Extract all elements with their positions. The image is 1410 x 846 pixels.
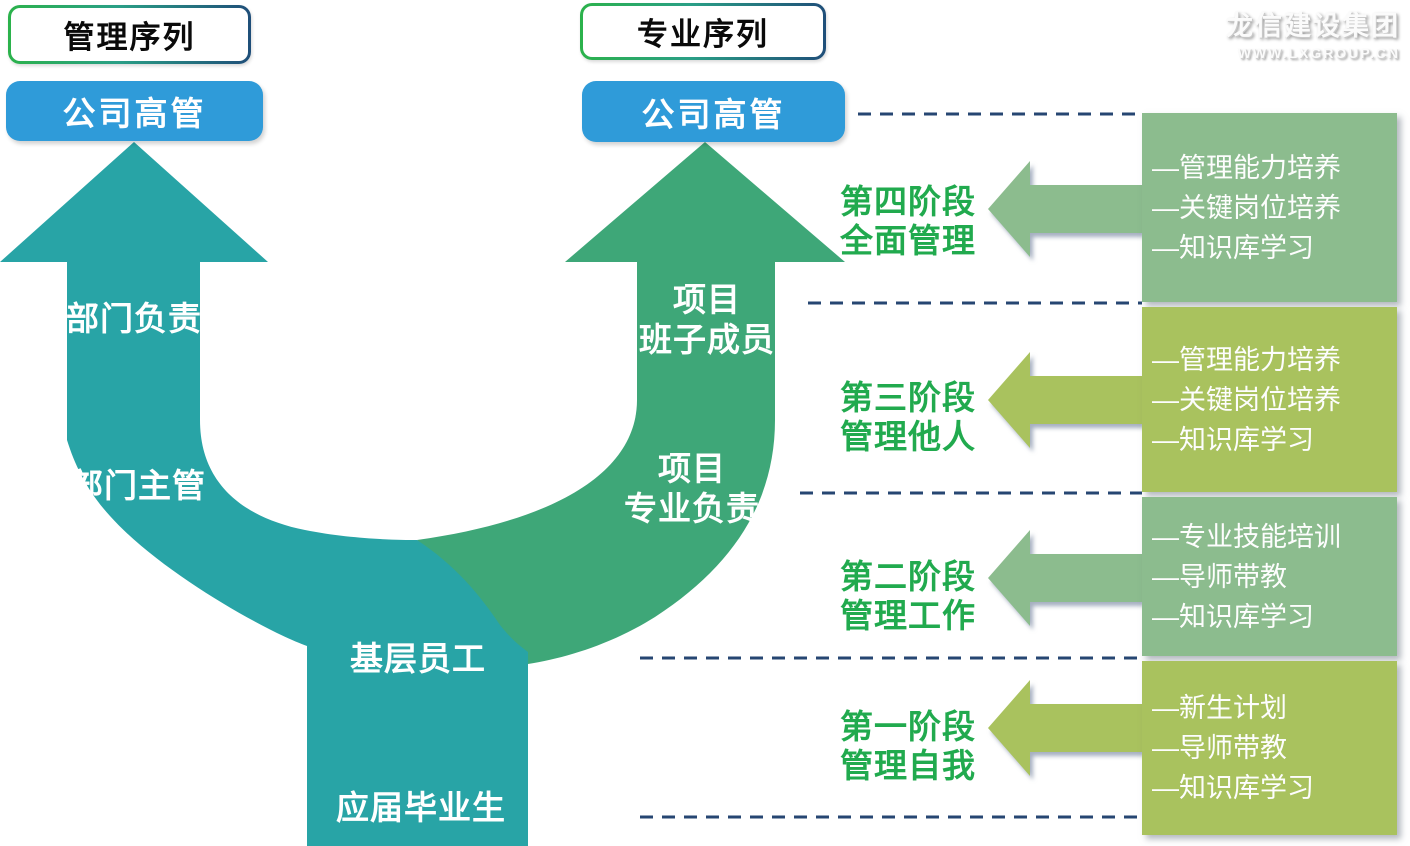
stage4-title-line1: 第四阶段 <box>840 183 976 220</box>
stage2-items-box: —专业技能培训 —导师带教 —知识库学习 <box>1142 497 1397 656</box>
management-sequence-header: 管理序列 <box>8 5 251 64</box>
stage4-item-2: —关键岗位培养 <box>1152 192 1341 223</box>
project-lead-line2: 专业负责 <box>624 490 760 527</box>
stage2-item-1: —专业技能培训 <box>1152 521 1341 552</box>
stage1-title-line1: 第一阶段 <box>840 708 976 745</box>
stage2-title: 第二阶段 管理工作 <box>840 557 976 635</box>
stage4-left-arrow-icon <box>988 161 1142 257</box>
stage2-title-line2: 管理工作 <box>840 597 976 634</box>
company-logo-name: 龙信建设集团 <box>1226 11 1400 41</box>
stage2-item-3: —知识库学习 <box>1152 601 1314 632</box>
stage3-items-box: —管理能力培养 —关键岗位培养 —知识库学习 <box>1142 307 1397 492</box>
stage1-item-2: —导师带教 <box>1152 733 1287 763</box>
management-executive-box: 公司高管 <box>6 81 263 141</box>
professional-executive-box: 公司高管 <box>582 81 845 142</box>
stage4-item-1: —管理能力培养 <box>1152 152 1341 183</box>
stage1-item-1: —新生计划 <box>1152 693 1287 723</box>
stage1-title: 第一阶段 管理自我 <box>840 707 976 785</box>
company-logo-website: WWW.LXGROUP.CN <box>1237 45 1400 61</box>
management-level-department-head: 部门负责 <box>66 300 202 337</box>
management-sequence-label: 管理序列 <box>11 8 248 61</box>
project-team-line1: 项目 <box>673 281 741 318</box>
professional-arrow-shape <box>417 142 845 664</box>
professional-level-project-lead: 项目 专业负责 <box>624 449 760 529</box>
project-lead-line1: 项目 <box>658 450 726 487</box>
stage3-item-3: —知识库学习 <box>1152 424 1314 455</box>
stage3-title-line1: 第三阶段 <box>840 379 976 416</box>
stage3-item-1: —管理能力培养 <box>1152 344 1341 375</box>
stage1-item-3: —知识库学习 <box>1152 773 1314 803</box>
management-level-department-supervisor: 部门主管 <box>70 467 206 504</box>
trunk-level-fresh-graduate: 应届毕业生 <box>336 789 506 826</box>
stage2-item-2: —导师带教 <box>1152 561 1287 592</box>
project-team-line2: 班子成员 <box>639 321 775 358</box>
stage2-left-arrow-icon <box>988 530 1142 626</box>
stage1-items-box: —新生计划 —导师带教 —知识库学习 <box>1142 661 1397 835</box>
stage2-title-line1: 第二阶段 <box>840 558 976 595</box>
stage4-title-line2: 全面管理 <box>840 222 976 259</box>
stage1-title-line2: 管理自我 <box>840 747 976 784</box>
stage1-left-arrow-icon <box>988 680 1142 776</box>
stage3-item-2: —关键岗位培养 <box>1152 384 1341 415</box>
stage4-item-3: —知识库学习 <box>1152 232 1314 263</box>
stage3-title: 第三阶段 管理他人 <box>840 378 976 456</box>
management-arrow-shape <box>0 142 528 846</box>
professional-sequence-header: 专业序列 <box>580 3 826 60</box>
stage3-title-line2: 管理他人 <box>840 418 976 455</box>
professional-sequence-label: 专业序列 <box>583 6 823 57</box>
company-logo: 龙信建设集团 WWW.LXGROUP.CN <box>1226 4 1400 61</box>
trunk-level-grassroots-employee: 基层员工 <box>350 640 486 677</box>
stage4-title: 第四阶段 全面管理 <box>840 182 976 260</box>
stage4-items-box: —管理能力培养 —关键岗位培养 —知识库学习 <box>1142 113 1397 302</box>
professional-level-project-team: 项目 班子成员 <box>639 280 775 360</box>
stage3-left-arrow-icon <box>988 352 1142 448</box>
